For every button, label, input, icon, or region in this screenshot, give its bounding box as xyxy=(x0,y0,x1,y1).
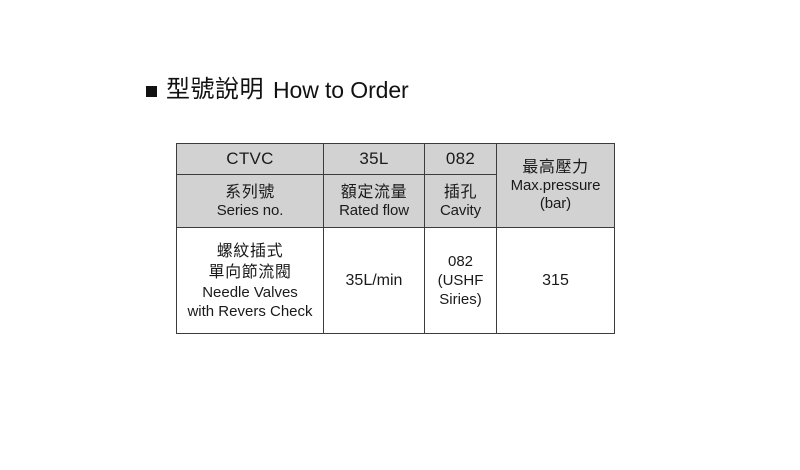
header-cell-cavity-label: 插孔 Cavity xyxy=(424,174,497,228)
table-row: 螺紋插式 單向節流閥 Needle Valves with Revers Che… xyxy=(176,227,615,334)
header-cell-max-pressure: 最高壓力 Max.pressure (bar) xyxy=(496,143,615,228)
series-desc-cjk-1: 螺紋插式 xyxy=(216,242,284,260)
rated-flow-code-text: 35L xyxy=(359,149,389,168)
cell-rated-flow-value: 35L/min xyxy=(323,227,425,334)
series-desc-cjk-2: 單向節流閥 xyxy=(208,263,292,281)
cavity-code-text: 082 xyxy=(445,149,476,168)
series-code-text: CTVC xyxy=(226,149,274,168)
rated-flow-label-en: Rated flow xyxy=(339,201,409,219)
header-cell-series-label: 系列號 Series no. xyxy=(176,174,324,228)
square-bullet-icon xyxy=(146,85,157,97)
how-to-order-table-container: CTVC 35L 082 最高壓力 Max.pressure (bar) 系列號 xyxy=(176,143,615,334)
cell-max-pressure-value: 315 xyxy=(496,227,615,334)
header-cell-cavity-code: 082 xyxy=(424,143,497,175)
header-cell-rated-flow-code: 35L xyxy=(323,143,425,175)
rated-flow-value-text: 35L/min xyxy=(345,271,403,289)
table-header-label-row: 系列號 Series no. 額定流量 Rated flow 插孔 Cavity xyxy=(176,174,615,228)
page-title-cjk: 型號說明 xyxy=(166,76,264,103)
cavity-value-line-1: 082 xyxy=(447,253,474,270)
max-pressure-label-cjk: 最高壓力 xyxy=(522,159,589,176)
max-pressure-value-text: 315 xyxy=(542,271,569,289)
series-desc-en-2: with Revers Check xyxy=(187,302,313,320)
table-header-code-row: CTVC 35L 082 最高壓力 Max.pressure (bar) xyxy=(176,143,615,228)
series-label-en: Series no. xyxy=(216,201,284,219)
how-to-order-table: CTVC 35L 082 最高壓力 Max.pressure (bar) 系列號 xyxy=(176,143,615,334)
page-title-en: How to Order xyxy=(273,77,409,103)
series-label-cjk: 系列號 xyxy=(225,183,275,201)
cavity-label-en: Cavity xyxy=(439,201,482,219)
series-desc-en-1: Needle Valves xyxy=(202,283,298,301)
header-cell-rated-flow-label: 額定流量 Rated flow xyxy=(323,174,425,228)
cavity-label-cjk: 插孔 xyxy=(443,183,478,201)
cavity-value-line-3: Siries) xyxy=(439,291,482,308)
max-pressure-unit: (bar) xyxy=(539,195,572,212)
header-cell-series-code: CTVC xyxy=(176,143,324,175)
max-pressure-label-en: Max.pressure xyxy=(510,177,601,194)
page-title: 型號說明 How to Order xyxy=(146,76,409,104)
cell-series-description: 螺紋插式 單向節流閥 Needle Valves with Revers Che… xyxy=(176,227,324,334)
rated-flow-label-cjk: 額定流量 xyxy=(340,183,408,201)
cell-cavity-value: 082 (USHF Siries) xyxy=(424,227,497,334)
cavity-value-line-2: (USHF xyxy=(437,272,484,289)
